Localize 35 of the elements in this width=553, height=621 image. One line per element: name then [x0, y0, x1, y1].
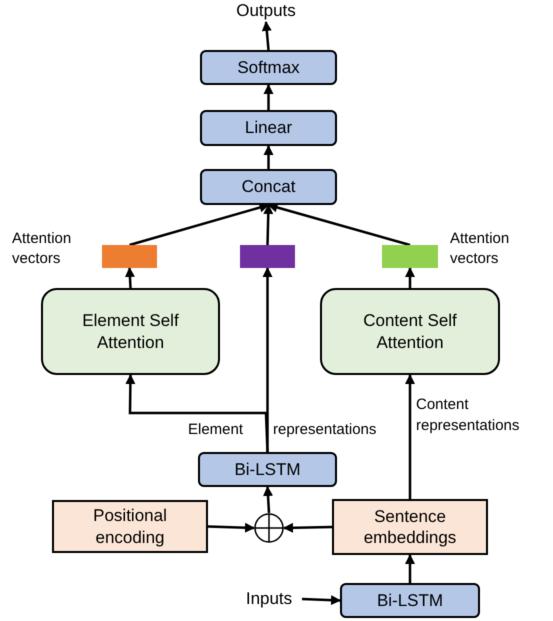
input-box: Sentence embeddings: [332, 499, 488, 555]
arrow: [405, 554, 415, 583]
arrow: [129, 202, 270, 246]
process-box: Softmax: [200, 50, 337, 85]
process-box: Linear: [200, 110, 337, 146]
arrow: [264, 84, 274, 110]
text-label: Element: [188, 420, 244, 440]
process-box: Concat: [200, 169, 337, 205]
text-label: representations: [273, 420, 376, 440]
arrow: [263, 486, 273, 514]
arrow: [262, 267, 272, 452]
arrow: [268, 202, 410, 246]
arrow: [263, 204, 274, 246]
arrow: [125, 374, 269, 452]
side-caption: Attention vectors: [450, 229, 510, 270]
process-box: Bi-LSTM: [340, 583, 480, 618]
text-label: Outputs: [226, 0, 306, 22]
process-box: Bi-LSTM: [198, 452, 337, 487]
arrow: [283, 522, 332, 533]
attention-block: Content Self Attention: [320, 288, 500, 375]
attention-block: Element Self Attention: [41, 288, 220, 375]
sum-circle: [254, 513, 284, 543]
arrow: [262, 21, 272, 50]
arrow: [405, 374, 415, 499]
arrow: [302, 595, 341, 606]
vector-bar: [102, 245, 157, 268]
vector-bar: [382, 245, 438, 268]
side-caption: Attention vectors: [12, 229, 72, 270]
arrow: [264, 145, 274, 169]
vector-bar: [240, 245, 295, 268]
arrow: [208, 522, 255, 533]
arrow: [405, 267, 415, 288]
input-box: Positional encoding: [52, 500, 208, 553]
arrow: [124, 267, 135, 288]
text-label: Inputs: [236, 587, 302, 611]
